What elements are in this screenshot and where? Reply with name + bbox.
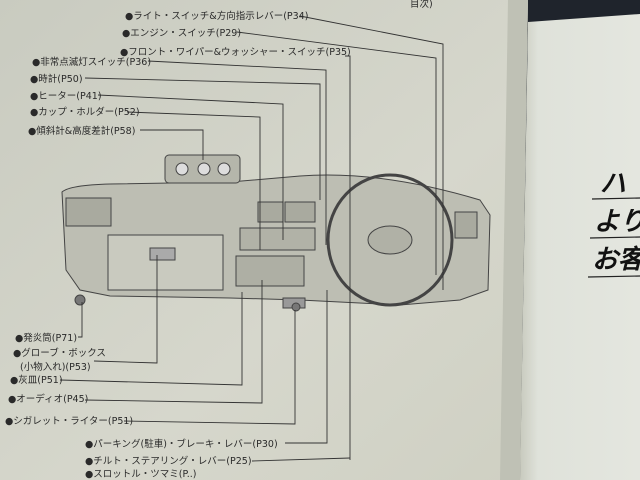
label-ashtray: ●灰皿(P51) <box>10 374 63 386</box>
label-throttle: ●スロットル・ツマミ(P..) <box>85 469 197 480</box>
label-hazard-switch: ●非常点滅灯スイッチ(P36) <box>32 56 151 68</box>
right-vent <box>454 211 478 239</box>
label-heater: ●ヒーター(P41) <box>30 91 102 102</box>
label-light-switch: ●ライト・スイッチ&方向指示レバー(P34) <box>125 10 308 22</box>
label-audio: ●オーディオ(P45) <box>8 393 88 405</box>
top-leader-lines <box>84 15 444 460</box>
left-vent <box>65 197 112 227</box>
label-engine-switch: ●エンジン・スイッチ(P29) <box>122 28 241 39</box>
label-wiper-switch: ●フロント・ワイパー&ウォッシャー・スイッチ(P35) <box>120 47 351 58</box>
label-tilt-steering: ●チルト・ステアリング・レバー(P25) <box>85 455 252 467</box>
label-glove-box: ●グローブ・ボックス <box>13 347 106 359</box>
dashboard-illustration <box>61 154 491 312</box>
flare <box>74 294 86 306</box>
label-cigarette-lighter: ●シガレット・ライター(P51) <box>5 416 133 427</box>
label-clock: ●時計(P50) <box>30 73 83 85</box>
bottom-leader-lines <box>59 255 351 462</box>
label-flare: ●発炎筒(P71) <box>15 332 77 344</box>
right-page <box>520 14 640 480</box>
right-line-2: より <box>594 207 640 237</box>
steering-wheel <box>326 173 454 307</box>
heater-panel <box>239 227 316 251</box>
label-inclinometer: ●傾斜計&高度差計(P58) <box>28 125 135 137</box>
right-page-heading: ハ より お客 <box>587 169 640 278</box>
label-glove-box-sub: (小物入れ)(P53) <box>20 361 91 373</box>
label-cup-holder: ●カップ・ホルダー(P52) <box>30 106 140 118</box>
page-gutter <box>500 0 528 480</box>
bottom-labels: ●発炎筒(P71) ●グローブ・ボックス (小物入れ)(P53) ●灰皿(P51… <box>5 332 278 480</box>
right-line-3: お客 <box>592 245 640 275</box>
center-vent-left <box>257 201 284 223</box>
right-line-1: ハ <box>600 169 626 199</box>
glove-box <box>107 234 224 291</box>
label-parking-brake: ●パーキング(駐車)・ブレーキ・レバー(P30) <box>85 438 278 450</box>
top-labels: ●ライト・スイッチ&方向指示レバー(P34) ●エンジン・スイッチ(P29) ●… <box>28 10 351 137</box>
audio-unit <box>235 255 305 287</box>
center-vent-right <box>284 201 316 223</box>
section-header: 目次) <box>410 0 433 10</box>
